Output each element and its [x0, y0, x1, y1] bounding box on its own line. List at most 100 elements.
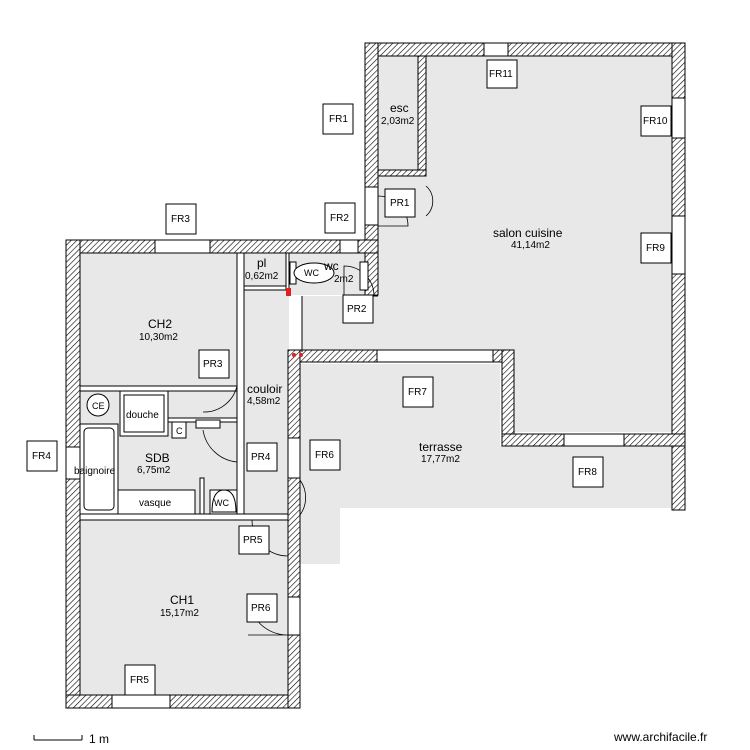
windows [65, 42, 686, 709]
window-fr2 [339, 239, 359, 254]
watermark: www.archifacile.fr [613, 730, 707, 744]
tag-fr11: FR11 [486, 59, 518, 89]
window-fr5 [111, 694, 171, 709]
svg-text:PR4: PR4 [251, 452, 271, 463]
room-terrasse-name: terrasse [419, 440, 463, 454]
wall-terrasse-notch [501, 349, 515, 447]
wall-right-lower [287, 349, 301, 709]
svg-text:FR4: FR4 [32, 451, 51, 462]
svg-text:PR3: PR3 [203, 359, 223, 370]
wall-right [671, 42, 686, 511]
window-fr10 [671, 97, 686, 139]
wall-left-salon [364, 42, 379, 296]
sdb-toilet: WC [199, 477, 238, 515]
room-esc-area: 2,03m2 [381, 116, 415, 127]
room-pl-name: pl [257, 256, 266, 270]
window-fr11 [483, 42, 509, 57]
bathtub-label: baignoire [74, 466, 116, 477]
tag-pr4: PR4 [246, 442, 278, 472]
opening-tags: FR11 FR1 FR10 PR1 FR3 FR2 FR9 PR2 PR3 FR… [26, 59, 672, 696]
svg-text:FR7: FR7 [408, 387, 427, 398]
window-fr6-ch1 [287, 596, 301, 636]
marker-red-3 [299, 353, 303, 357]
room-pl-area: 0,62m2 [245, 271, 279, 282]
svg-text:PR1: PR1 [390, 198, 410, 209]
tag-fr2: FR2 [324, 202, 356, 234]
wall-bottom [65, 694, 301, 709]
room-ch2-name: CH2 [148, 317, 172, 331]
room-couloir-name: couloir [247, 382, 282, 396]
window-esc [364, 186, 379, 226]
svg-text:FR8: FR8 [578, 467, 597, 478]
marker-red-1 [286, 288, 291, 296]
window-fr6 [287, 437, 301, 479]
sdb-wc-label: WC [214, 498, 229, 508]
cabinet-c-label: C [176, 426, 183, 436]
svg-text:FR6: FR6 [315, 450, 334, 461]
room-wc-area: 2m2 [334, 274, 354, 285]
room-labels: esc 2,03m2 salon cuisine 41,14m2 pl 0,62… [137, 101, 563, 619]
svg-text:FR2: FR2 [330, 213, 349, 224]
door-swing-couloir [299, 479, 306, 516]
wall-esc-inner [417, 55, 427, 175]
door-swing-pr4 [202, 424, 238, 463]
room-terrasse-area: 17,77m2 [421, 454, 460, 465]
wall-top-left [65, 239, 379, 254]
room-salon-name: salon cuisine [493, 226, 563, 240]
marker-red-2 [292, 353, 296, 357]
tag-pr6: PR6 [246, 593, 278, 623]
room-wc-name: wc [323, 259, 339, 273]
tag-fr5: FR5 [124, 664, 156, 696]
room-ch1-area: 15,17m2 [160, 608, 199, 619]
wall-top-right [364, 42, 686, 57]
room-esc-name: esc [390, 101, 409, 115]
tag-fr9: FR9 [640, 232, 672, 264]
svg-text:FR11: FR11 [489, 69, 513, 80]
bathtub: baignoire [74, 423, 119, 515]
room-ch2-area: 10,30m2 [139, 332, 178, 343]
tag-fr4: FR4 [26, 440, 58, 472]
tag-fr3: FR3 [165, 203, 197, 235]
room-ch1-name: CH1 [170, 593, 194, 607]
walls [65, 42, 686, 709]
room-sdb-area: 6,75m2 [137, 465, 171, 476]
door-swings [202, 185, 434, 636]
door-swing-esc [425, 185, 434, 217]
room-couloir-area: 4,58m2 [247, 396, 281, 407]
sdb-small-fixture [195, 419, 221, 429]
door-swing-pr3 [202, 385, 238, 413]
tag-pr3: PR3 [198, 349, 230, 379]
tag-fr10: FR10 [640, 105, 672, 137]
ce-water-heater: CE [86, 393, 110, 417]
window-fr3 [154, 239, 211, 254]
tag-pr2: PR2 [342, 294, 374, 324]
window-fr9 [671, 215, 686, 275]
svg-text:FR9: FR9 [646, 243, 665, 254]
room-sdb-name: SDB [145, 451, 170, 465]
ce-label: CE [92, 401, 105, 411]
scale-label: 1 m [89, 732, 109, 746]
scale-bar: 1 m [33, 732, 109, 746]
svg-text:PR2: PR2 [347, 304, 367, 315]
wc-top-sink [359, 261, 369, 291]
svg-text:FR3: FR3 [171, 214, 190, 225]
svg-text:FR10: FR10 [643, 116, 668, 127]
window-fr8 [563, 433, 625, 447]
wc-top-toilet: WC [289, 261, 335, 285]
vanity-sink: vasque [117, 489, 196, 515]
svg-text:FR5: FR5 [130, 675, 149, 686]
cabinet-c: C [171, 421, 187, 439]
wc-top-label: WC [304, 268, 319, 278]
fixtures: WC CE douche C baignoire vasque [74, 261, 369, 515]
tag-pr5: PR5 [238, 525, 270, 555]
window-fr7 [376, 349, 494, 363]
tag-fr1: FR1 [322, 103, 354, 135]
wall-esc-bottom [377, 169, 427, 177]
vanity-label: vasque [139, 498, 172, 509]
tag-fr8: FR8 [572, 456, 604, 488]
tag-fr7: FR7 [402, 376, 434, 408]
shower-label: douche [126, 410, 159, 421]
tag-fr6: FR6 [309, 439, 341, 471]
shower: douche [119, 390, 169, 437]
